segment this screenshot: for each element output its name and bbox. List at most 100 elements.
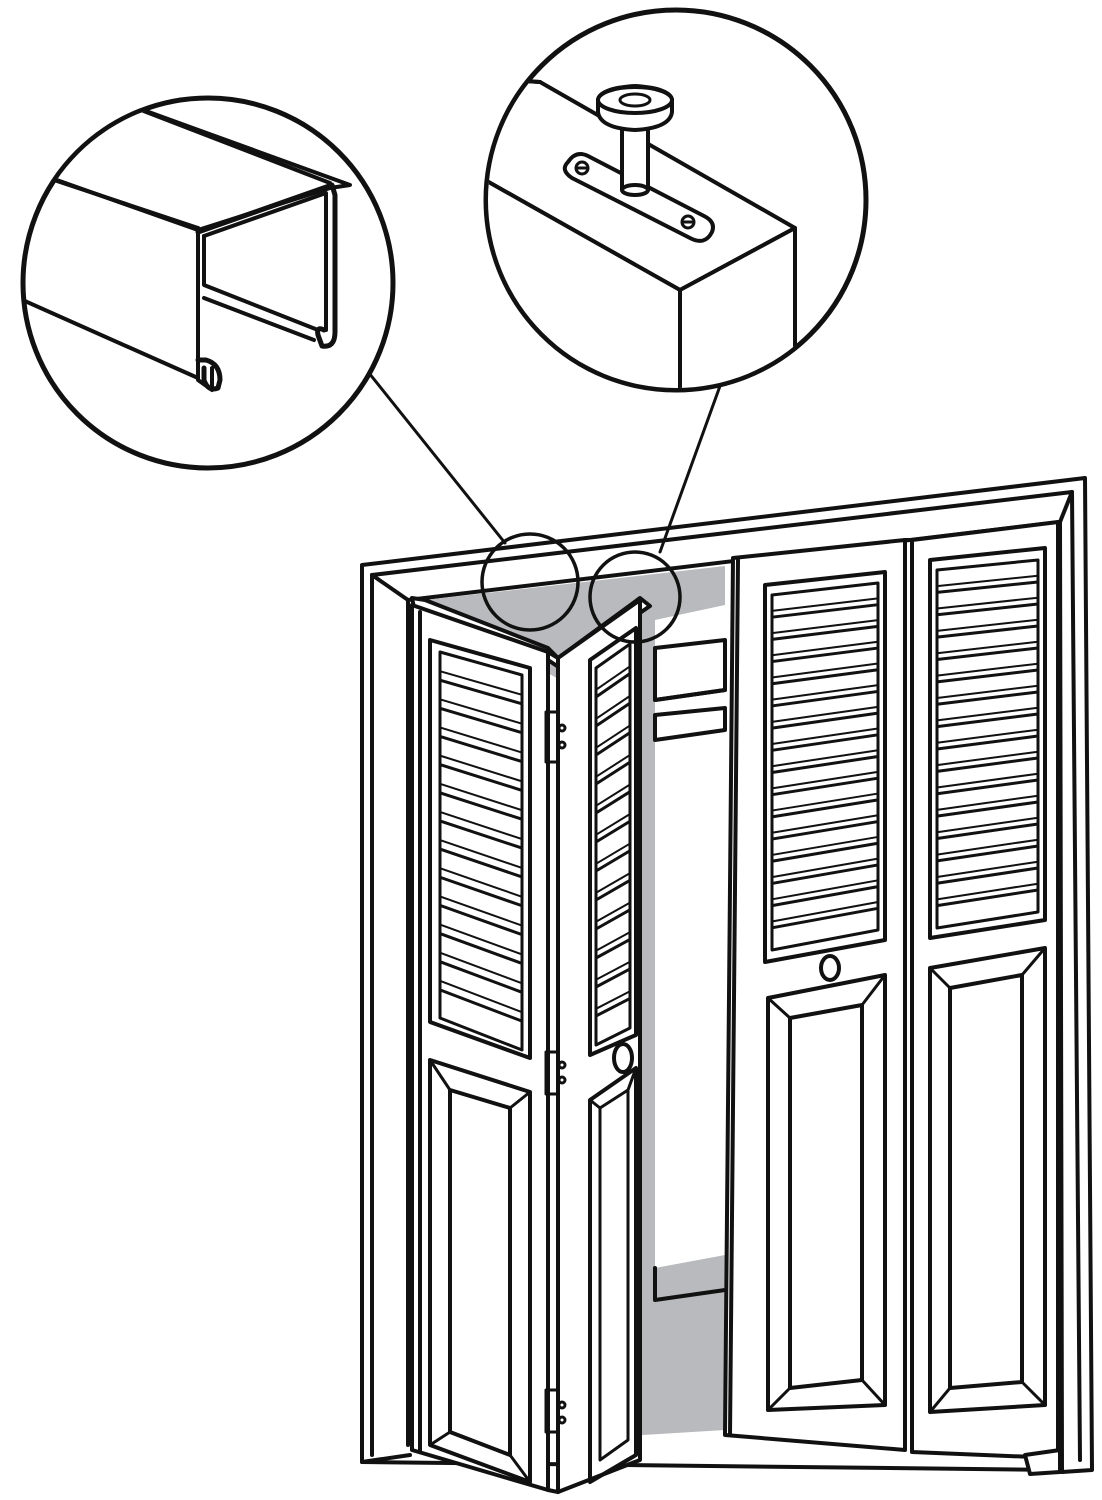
louver-slat-edge (595, 931, 631, 952)
louver-slat (936, 690, 1039, 706)
louver-slat (439, 847, 523, 879)
louver-slat-edge (936, 772, 1039, 789)
louver-slat (771, 863, 879, 885)
raised-panel-fold (588, 1066, 638, 1484)
louver-slat (936, 734, 1039, 751)
louver-slat-edge (936, 640, 1039, 655)
louver-slat-edge (771, 619, 879, 635)
louver-slat-edge (595, 783, 631, 807)
louver-slat-edge (771, 901, 879, 923)
detail-lens-pivot (588, 550, 682, 644)
louver-slat-edge (439, 782, 523, 812)
louver-slat (936, 844, 1039, 863)
detail-lens-track (480, 532, 580, 632)
louver-slat-edge (595, 695, 631, 720)
leader-line-pivot (658, 384, 722, 554)
louver-slat (439, 932, 523, 965)
louver-slat (771, 624, 879, 641)
louver-slat-edge (771, 684, 879, 701)
louver-slat (439, 735, 523, 763)
louver-slat-edge (595, 724, 631, 749)
louver-slat (439, 903, 523, 937)
louver-window-right-b (928, 546, 1047, 940)
louver-slat (595, 879, 631, 902)
louver-slat (936, 580, 1039, 594)
louver-slat-edge (936, 662, 1039, 677)
hinge-bottom (544, 1388, 567, 1434)
raised-panel-right-b (928, 946, 1047, 1414)
louver-slat-edge (936, 860, 1039, 878)
louver-slat-edge (439, 698, 523, 725)
louver-slat (771, 711, 879, 730)
louver-slat (771, 885, 879, 908)
louver-slat (936, 756, 1039, 773)
louver-slat-edge (936, 794, 1039, 811)
louver-slat-edge (595, 813, 631, 836)
louver-window-left (428, 638, 532, 1060)
louver-slat-edge (936, 882, 1039, 901)
louver-slat-edge (771, 792, 879, 812)
louver-slat-edge (595, 754, 631, 778)
louver-slat-edge (936, 750, 1039, 767)
louver-slat (595, 790, 631, 815)
louver-slat-edge (936, 684, 1039, 699)
louver-slat (595, 849, 631, 873)
floor-bracket (1023, 1448, 1062, 1476)
pivot-bracket-plate (562, 152, 715, 243)
louver-slat-edge (439, 839, 523, 869)
louver-slat (439, 763, 523, 792)
louver-slat (771, 776, 879, 797)
louver-slat (439, 875, 523, 908)
louver-slat (595, 819, 631, 844)
louver-slat-edge (771, 879, 879, 901)
louver-slat-edge (771, 857, 879, 879)
louver-slat (595, 672, 631, 699)
louver-slat-edge (439, 867, 523, 898)
louver-slat-edge (439, 810, 523, 841)
leader-line-track (363, 366, 507, 545)
knob-left-door (612, 1042, 634, 1074)
louver-slat (936, 800, 1039, 818)
louver-slat (595, 760, 631, 786)
louver-slat (771, 603, 879, 619)
louver-slat-edge (936, 574, 1039, 588)
louver-slat-edge (771, 814, 879, 834)
louver-slat-edge (595, 842, 631, 865)
louver-slat (595, 967, 631, 989)
louver-slat (439, 988, 523, 1023)
knob-right-door-a (819, 954, 841, 982)
louver-slat-edge (595, 990, 631, 1010)
hinge-middle (544, 1050, 567, 1096)
louver-slat (771, 820, 879, 841)
louver-slat-edge (439, 670, 523, 696)
louver-slat (771, 689, 879, 708)
louver-slat-edge (936, 618, 1039, 632)
louver-slat-edge (771, 705, 879, 723)
louver-slat (936, 602, 1039, 617)
raised-panel-right-a (766, 973, 887, 1412)
pivot-pin (596, 84, 674, 197)
louver-slat-edge (771, 640, 879, 657)
louver-slat (936, 822, 1039, 840)
callout-overhead-track (20, 95, 396, 471)
louver-slat (595, 731, 631, 757)
louver-slat-edge (771, 770, 879, 790)
louver-slat-edge (595, 872, 631, 894)
louver-slat (771, 668, 879, 686)
louver-slat-edge (771, 597, 879, 612)
louver-slat-edge (936, 838, 1039, 856)
louver-slat (439, 791, 523, 821)
louver-slat (595, 908, 631, 931)
louver-slat-edge (771, 835, 879, 856)
louver-slat (771, 733, 879, 752)
louver-slat-edge (771, 662, 879, 679)
louver-slat (439, 706, 523, 735)
hinge-top (544, 710, 567, 764)
louver-slat (936, 778, 1039, 796)
louver-slat-edge (595, 960, 631, 981)
louver-slat-edge (771, 749, 879, 768)
louver-slat-edge (595, 901, 631, 923)
louver-slat (439, 819, 523, 850)
louver-slat (936, 624, 1039, 639)
